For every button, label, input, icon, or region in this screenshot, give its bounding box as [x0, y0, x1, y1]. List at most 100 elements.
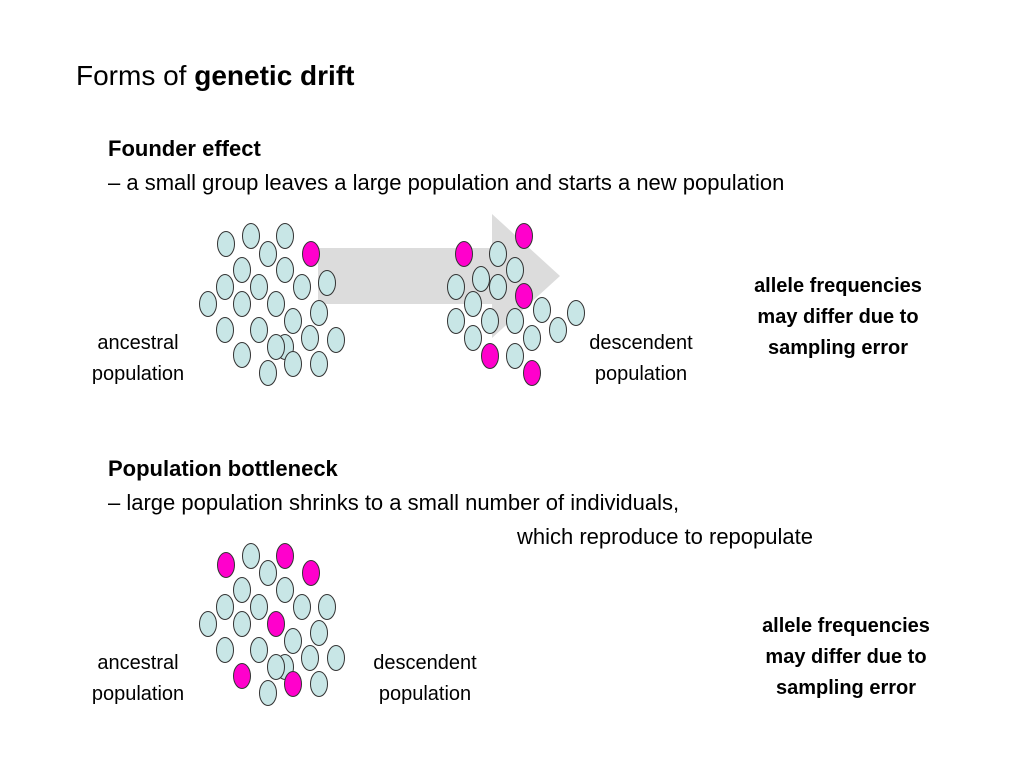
- founder-ancestral-individual-common-allele: [276, 257, 294, 283]
- bottleneck-individual-common-allele: [310, 671, 328, 697]
- bottleneck-individual-common-allele: [267, 654, 285, 680]
- founder-descendent-individual-common-allele: [447, 308, 465, 334]
- founder-ancestral-individual-common-allele: [216, 317, 234, 343]
- bottleneck-individual-common-allele: [301, 645, 319, 671]
- founder-ancestral-individual-common-allele: [301, 325, 319, 351]
- bottleneck-individual-common-allele: [310, 620, 328, 646]
- bottleneck-note: allele frequencies may differ due to sam…: [726, 611, 966, 704]
- bottleneck-individual-common-allele: [250, 594, 268, 620]
- founder-descendent-individual-common-allele: [506, 308, 524, 334]
- founder-note-line1: allele frequencies: [754, 275, 922, 297]
- bottleneck-individual-rare-allele: [217, 552, 235, 578]
- bottleneck-individual-common-allele: [199, 611, 217, 637]
- bottleneck-individual-rare-allele: [284, 671, 302, 697]
- founder-ancestral-individual-common-allele: [259, 360, 277, 386]
- bottleneck-individual-common-allele: [259, 680, 277, 706]
- founder-descendent-individual-common-allele: [481, 308, 499, 334]
- bottleneck-individual-common-allele: [216, 637, 234, 663]
- bottleneck-individual-common-allele: [276, 577, 294, 603]
- founder-ancestral-individual-common-allele: [233, 342, 251, 368]
- title-emphasis: genetic drift: [194, 60, 355, 91]
- bottleneck-description-line1: – large population shrinks to a small nu…: [108, 490, 680, 515]
- bottleneck-note-line3: sampling error: [775, 677, 917, 699]
- founder-ancestral-individual-common-allele: [233, 257, 251, 283]
- founder-ancestral-individual-rare-allele: [302, 241, 320, 267]
- founder-ancestral-individual-common-allele: [267, 334, 285, 360]
- bottleneck-note-line1: allele frequencies: [762, 615, 930, 637]
- founder-ancestral-individual-common-allele: [250, 274, 268, 300]
- founder-ancestral-individual-common-allele: [284, 308, 302, 334]
- founder-descendent-individual-common-allele: [506, 343, 524, 369]
- founder-ancestral-individual-common-allele: [267, 291, 285, 317]
- founder-descendent-individual-common-allele: [472, 266, 490, 292]
- bottleneck-individual-common-allele: [259, 560, 277, 586]
- founder-descendent-label: descendent population: [576, 328, 706, 390]
- founder-ancestral-individual-common-allele: [310, 300, 328, 326]
- founder-descendent-individual-rare-allele: [515, 223, 533, 249]
- bottleneck-individual-rare-allele: [267, 611, 285, 637]
- bottleneck-individual-common-allele: [233, 611, 251, 637]
- founder-note: allele frequencies may differ due to sam…: [718, 271, 958, 364]
- founder-ancestral-individual-common-allele: [276, 223, 294, 249]
- bottleneck-individual-rare-allele: [302, 560, 320, 586]
- founder-descendent-individual-rare-allele: [455, 241, 473, 267]
- bottleneck-individual-common-allele: [284, 628, 302, 654]
- founder-descendent-individual-rare-allele: [481, 343, 499, 369]
- bottleneck-ancestral-label: ancestral population: [78, 648, 198, 710]
- founder-ancestral-individual-common-allele: [327, 327, 345, 353]
- founder-note-line3: sampling error: [767, 337, 909, 359]
- founder-descendent-individual-common-allele: [533, 297, 551, 323]
- founder-descendent-population: [447, 223, 585, 386]
- founder-ancestral-label-line2: population: [91, 363, 185, 385]
- bottleneck-individual-rare-allele: [276, 543, 294, 569]
- founder-ancestral-label: ancestral population: [78, 328, 198, 390]
- slide-title: Forms of genetic drift: [76, 60, 354, 92]
- founder-ancestral-label-line1: ancestral: [97, 332, 179, 354]
- founder-ancestral-individual-common-allele: [284, 351, 302, 377]
- founder-descendent-individual-common-allele: [447, 274, 465, 300]
- founder-descendent-individual-common-allele: [506, 257, 524, 283]
- bottleneck-note-line2: may differ due to: [765, 646, 927, 668]
- founder-ancestral-individual-common-allele: [250, 317, 268, 343]
- founder-descendent-individual-common-allele: [549, 317, 567, 343]
- founder-ancestral-individual-common-allele: [233, 291, 251, 317]
- founder-descendent-individual-common-allele: [523, 325, 541, 351]
- founder-ancestral-individual-common-allele: [217, 231, 235, 257]
- title-prefix: Forms of: [76, 60, 195, 91]
- bottleneck-descendent-label: descendent population: [358, 648, 492, 710]
- bottleneck-descendent-label-line2: population: [378, 683, 472, 705]
- founder-ancestral-individual-common-allele: [318, 270, 336, 296]
- bottleneck-individual-rare-allele: [233, 663, 251, 689]
- bottleneck-description-line2: which reproduce to repopulate: [517, 524, 813, 549]
- founder-ancestral-individual-common-allele: [293, 274, 311, 300]
- founder-ancestral-individual-common-allele: [310, 351, 328, 377]
- founder-note-line2: may differ due to: [757, 306, 919, 328]
- founder-description: – a small group leaves a large populatio…: [108, 170, 785, 195]
- founder-descendent-individual-common-allele: [489, 274, 507, 300]
- bottleneck-individual-common-allele: [216, 594, 234, 620]
- founder-descendent-individual-common-allele: [489, 241, 507, 267]
- bottleneck-ancestral-label-line1: ancestral: [97, 652, 179, 674]
- bottleneck-heading: Population bottleneck: [108, 456, 338, 481]
- bottleneck-ancestral-label-line2: population: [91, 683, 185, 705]
- founder-heading: Founder effect: [108, 136, 261, 161]
- bottleneck-individual-common-allele: [242, 543, 260, 569]
- bottleneck-individual-common-allele: [327, 645, 345, 671]
- founder-ancestral-individual-common-allele: [242, 223, 260, 249]
- founder-descendent-label-line2: population: [594, 363, 688, 385]
- founder-descendent-individual-common-allele: [464, 325, 482, 351]
- founder-ancestral-individual-common-allele: [259, 241, 277, 267]
- bottleneck-individual-common-allele: [233, 577, 251, 603]
- founder-descendent-individual-rare-allele: [523, 360, 541, 386]
- founder-descendent-individual-common-allele: [567, 300, 585, 326]
- bottleneck-individual-common-allele: [293, 594, 311, 620]
- founder-descendent-individual-rare-allele: [515, 283, 533, 309]
- founder-ancestral-individual-common-allele: [199, 291, 217, 317]
- founder-ancestral-individual-common-allele: [216, 274, 234, 300]
- bottleneck-individual-common-allele: [250, 637, 268, 663]
- bottleneck-individual-common-allele: [318, 594, 336, 620]
- founder-descendent-label-line1: descendent: [589, 332, 693, 354]
- bottleneck-population: [199, 543, 345, 706]
- founder-ancestral-population: [199, 223, 345, 386]
